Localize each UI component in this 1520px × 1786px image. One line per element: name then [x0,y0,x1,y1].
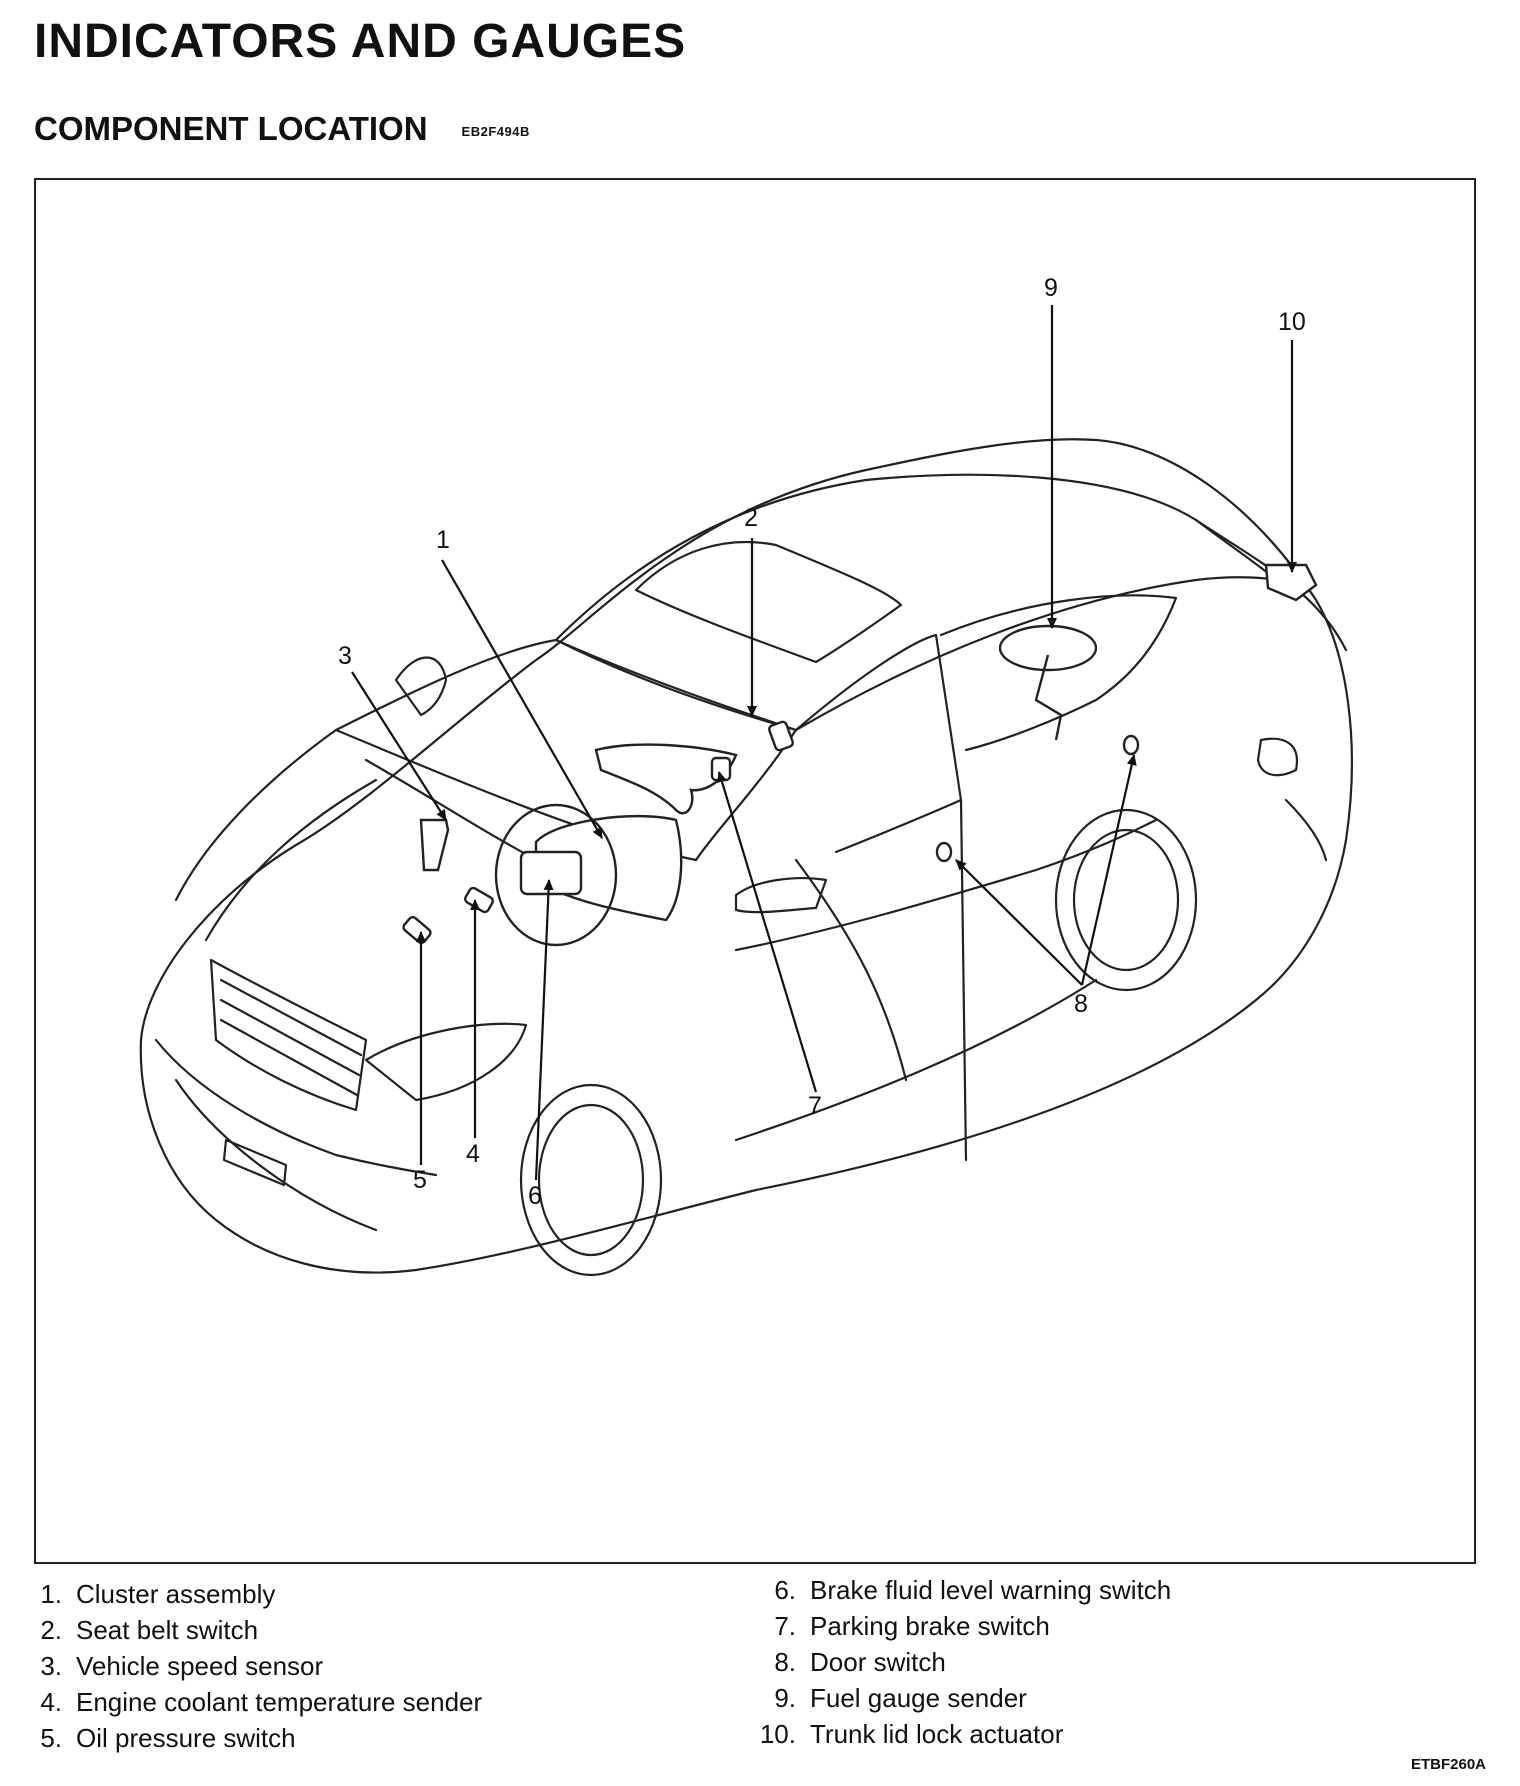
legend-number: 10. [759,1719,796,1749]
callout-7: 7 [808,1092,822,1120]
door-switch-front [935,841,953,863]
car-illustration: 1 2 3 4 5 6 7 8 9 10 [139,274,1353,1277]
legend-label: Door switch [810,1647,946,1677]
legend-number: 2. [40,1615,62,1645]
components [402,563,1318,947]
legend-item: 6. Brake fluid level warning switch [756,1572,1171,1608]
fuel-pump-line [1034,654,1063,741]
callout-6: 6 [528,1182,542,1210]
legend-label: Engine coolant temperature sender [76,1687,483,1717]
section-heading: COMPONENT LOCATION EB2F494B [34,110,530,148]
legend-number: 9. [774,1683,796,1713]
legend-label: Vehicle speed sensor [76,1651,324,1681]
legend-item: 10. Trunk lid lock actuator [756,1716,1171,1752]
brake-fluid-reservoir-ring [494,803,618,947]
dash-panel [594,743,738,815]
page-title: INDICATORS AND GAUGES [34,15,687,68]
vehicle-speed-sensor [419,818,450,872]
door-switch-rear [1122,734,1140,756]
leader-8a [955,859,1083,986]
legend-item: 4. Engine coolant temperature sender [36,1684,482,1720]
legend-number: 3. [40,1651,62,1681]
legend-number: 4. [40,1687,62,1717]
legend-label: Trunk lid lock actuator [810,1719,1064,1749]
legend-label: Seat belt switch [76,1615,259,1645]
legend-label: Cluster assembly [76,1579,276,1609]
legend-label: Fuel gauge sender [810,1683,1027,1713]
legend-number: 7. [774,1611,796,1641]
callout-8: 8 [1074,990,1088,1018]
legend-item: 1. Cluster assembly [36,1576,482,1612]
seat-belt-switch [768,720,794,752]
legend-label: Brake fluid level warning switch [810,1575,1172,1605]
figure-code: ETBF260A [1410,1756,1486,1773]
legend-item: 3. Vehicle speed sensor [36,1648,482,1684]
leader-lines [351,305,1297,1181]
leader-3 [351,671,447,821]
section-code: EB2F494B [461,123,530,139]
legend-number: 6. [774,1575,796,1605]
engine-coolant-temperature-sender [464,886,494,914]
legend-number: 1. [40,1579,62,1609]
component-location-figure: 1 2 3 4 5 6 7 8 9 10 [34,178,1476,1564]
callout-5: 5 [413,1166,427,1194]
leader-7 [717,771,818,1093]
legend-item: 5. Oil pressure switch [36,1720,482,1756]
callout-10: 10 [1278,308,1306,336]
callout-4: 4 [466,1140,480,1168]
oil-pressure-switch [402,915,432,945]
legend-number: 8. [774,1647,796,1677]
legend-item: 9. Fuel gauge sender [756,1680,1171,1716]
callout-1: 1 [436,526,450,554]
leader-8b [1080,754,1137,986]
section-heading-text: COMPONENT LOCATION [34,110,428,147]
car-outline [139,438,1353,1277]
trunk-lid-lock-actuator [1264,563,1318,602]
legend-item: 2. Seat belt switch [36,1612,482,1648]
legend-label: Oil pressure switch [76,1723,296,1753]
legend-number: 5. [40,1723,62,1753]
legend-left: 1. Cluster assembly 2. Seat belt switch 3.… [36,1576,482,1756]
callout-9: 9 [1044,274,1058,302]
legend-right: 6. Brake fluid level warning switch 7. Par… [756,1572,1171,1752]
callout-numbers: 1 2 3 4 5 6 7 8 9 10 [338,274,1306,1210]
callout-3: 3 [338,642,352,670]
legend-item: 7. Parking brake switch [756,1608,1171,1644]
leader-1 [441,559,603,839]
callout-2: 2 [744,504,758,532]
brake-fluid-level-warning-switch [519,850,583,896]
fuel-gauge-sender [998,624,1098,672]
legend-item: 8. Door switch [756,1644,1171,1680]
leader-6 [534,879,554,1181]
legend-label: Parking brake switch [810,1611,1050,1641]
